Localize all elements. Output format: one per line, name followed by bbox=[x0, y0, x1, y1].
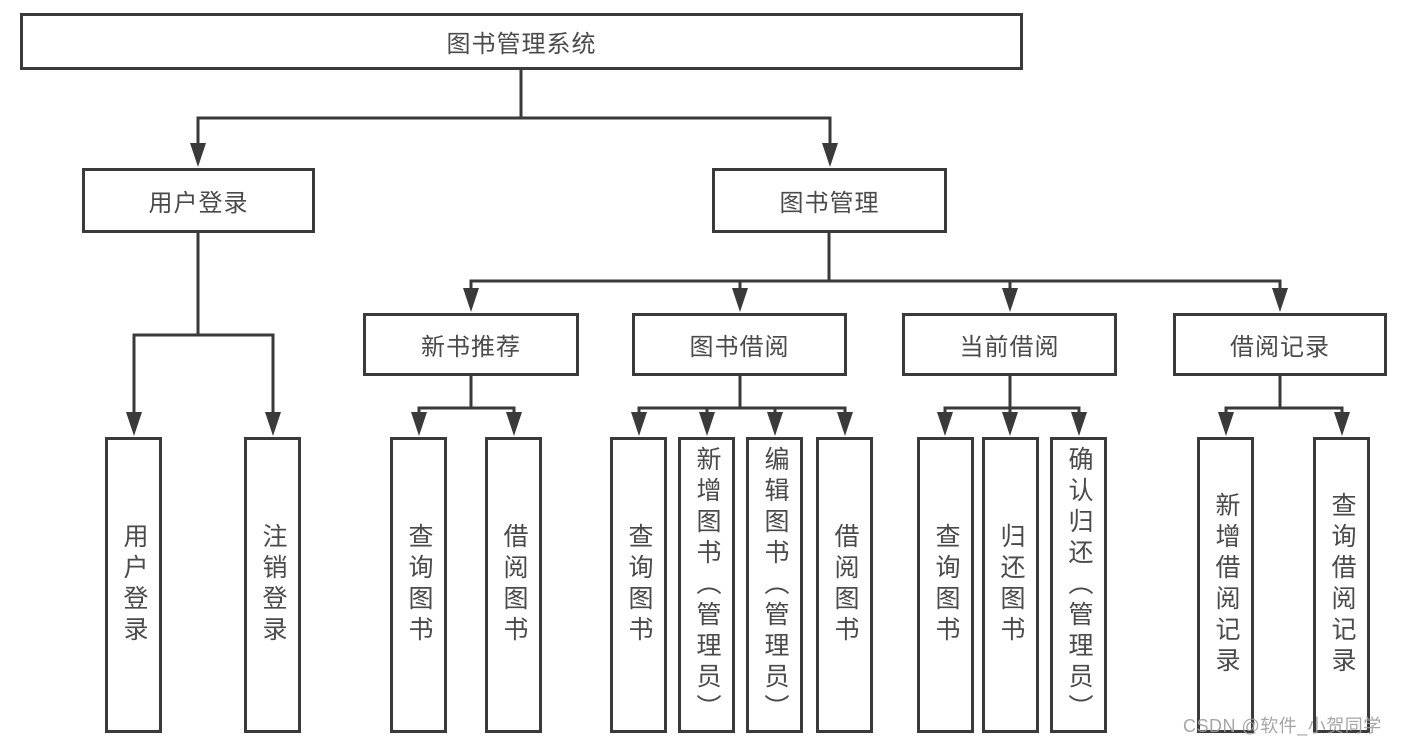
node-label: 用户登录 bbox=[120, 523, 148, 647]
node-new-book-recommendation: 新书推荐 bbox=[363, 313, 579, 376]
node-label: 归还图书 bbox=[997, 523, 1025, 647]
arrowhead-icon bbox=[837, 412, 853, 436]
arrowhead-icon bbox=[732, 288, 748, 312]
arrowhead-icon bbox=[631, 412, 647, 436]
csdn-watermark: CSDN @软件_小贺同学 bbox=[1183, 716, 1382, 736]
node-label: 新增借阅记录 bbox=[1212, 492, 1240, 678]
arrowhead-icon bbox=[1071, 412, 1087, 436]
leaf-return-book: 归还图书 bbox=[982, 437, 1039, 733]
node-label: 确认归还（管理员） bbox=[1065, 445, 1093, 725]
node-system-root: 图书管理系统 bbox=[20, 13, 1023, 70]
leaf-query-books-current: 查询图书 bbox=[917, 437, 974, 733]
arrowhead-icon bbox=[822, 143, 838, 167]
node-label: 借阅记录 bbox=[1230, 334, 1330, 361]
leaf-edit-book-admin: 编辑图书（管理员） bbox=[746, 437, 803, 733]
node-label: 用户登录 bbox=[148, 190, 249, 217]
arrowhead-icon bbox=[1002, 288, 1018, 312]
node-label: 查询图书 bbox=[625, 523, 653, 647]
node-label: 查询借阅记录 bbox=[1328, 492, 1356, 678]
arrowhead-icon bbox=[767, 412, 783, 436]
node-label: 图书借阅 bbox=[689, 334, 790, 361]
node-label: 查询图书 bbox=[405, 523, 433, 647]
arrowhead-icon bbox=[411, 412, 427, 436]
node-label: 编辑图书（管理员） bbox=[761, 445, 789, 725]
arrowhead-icon bbox=[937, 412, 953, 436]
node-label: 新增图书（管理员） bbox=[693, 445, 721, 725]
node-book-management: 图书管理 bbox=[712, 168, 947, 233]
node-label: 新书推荐 bbox=[421, 334, 521, 361]
leaf-query-books-newbook: 查询图书 bbox=[390, 437, 447, 733]
node-label: 查询图书 bbox=[932, 523, 960, 647]
node-borrowing-records: 借阅记录 bbox=[1173, 313, 1387, 376]
arrowhead-icon bbox=[190, 143, 206, 167]
leaf-add-book-admin: 新增图书（管理员） bbox=[678, 437, 735, 733]
node-user-login: 用户登录 bbox=[82, 168, 315, 233]
node-current-borrowing: 当前借阅 bbox=[902, 313, 1117, 376]
node-label: 借阅图书 bbox=[831, 523, 859, 647]
node-label: 图书管理系统 bbox=[446, 31, 597, 58]
node-book-borrowing: 图书借阅 bbox=[632, 313, 847, 376]
arrowhead-icon bbox=[1002, 412, 1018, 436]
node-label: 借阅图书 bbox=[500, 523, 528, 647]
arrowhead-icon bbox=[126, 412, 142, 436]
arrowhead-icon bbox=[699, 412, 715, 436]
node-label: 图书管理 bbox=[779, 190, 880, 217]
leaf-query-borrow-record: 查询借阅记录 bbox=[1313, 437, 1370, 733]
arrowhead-icon bbox=[463, 288, 479, 312]
leaf-confirm-return-admin: 确认归还（管理员） bbox=[1050, 437, 1107, 733]
arrowhead-icon bbox=[265, 412, 281, 436]
leaf-borrow-books-borrowing: 借阅图书 bbox=[816, 437, 873, 733]
leaf-query-books-borrowing: 查询图书 bbox=[610, 437, 667, 733]
leaf-user-login: 用户登录 bbox=[105, 437, 162, 733]
leaf-logout: 注销登录 bbox=[244, 437, 301, 733]
arrowhead-icon bbox=[1334, 412, 1350, 436]
node-label: 当前借阅 bbox=[959, 334, 1060, 361]
node-label: 注销登录 bbox=[259, 523, 287, 647]
leaf-add-borrow-record: 新增借阅记录 bbox=[1197, 437, 1254, 733]
arrowhead-icon bbox=[1272, 288, 1288, 312]
arrowhead-icon bbox=[506, 412, 522, 436]
arrowhead-icons bbox=[126, 143, 1350, 436]
arrowhead-icon bbox=[1218, 412, 1234, 436]
leaf-borrow-books-newbook: 借阅图书 bbox=[485, 437, 542, 733]
